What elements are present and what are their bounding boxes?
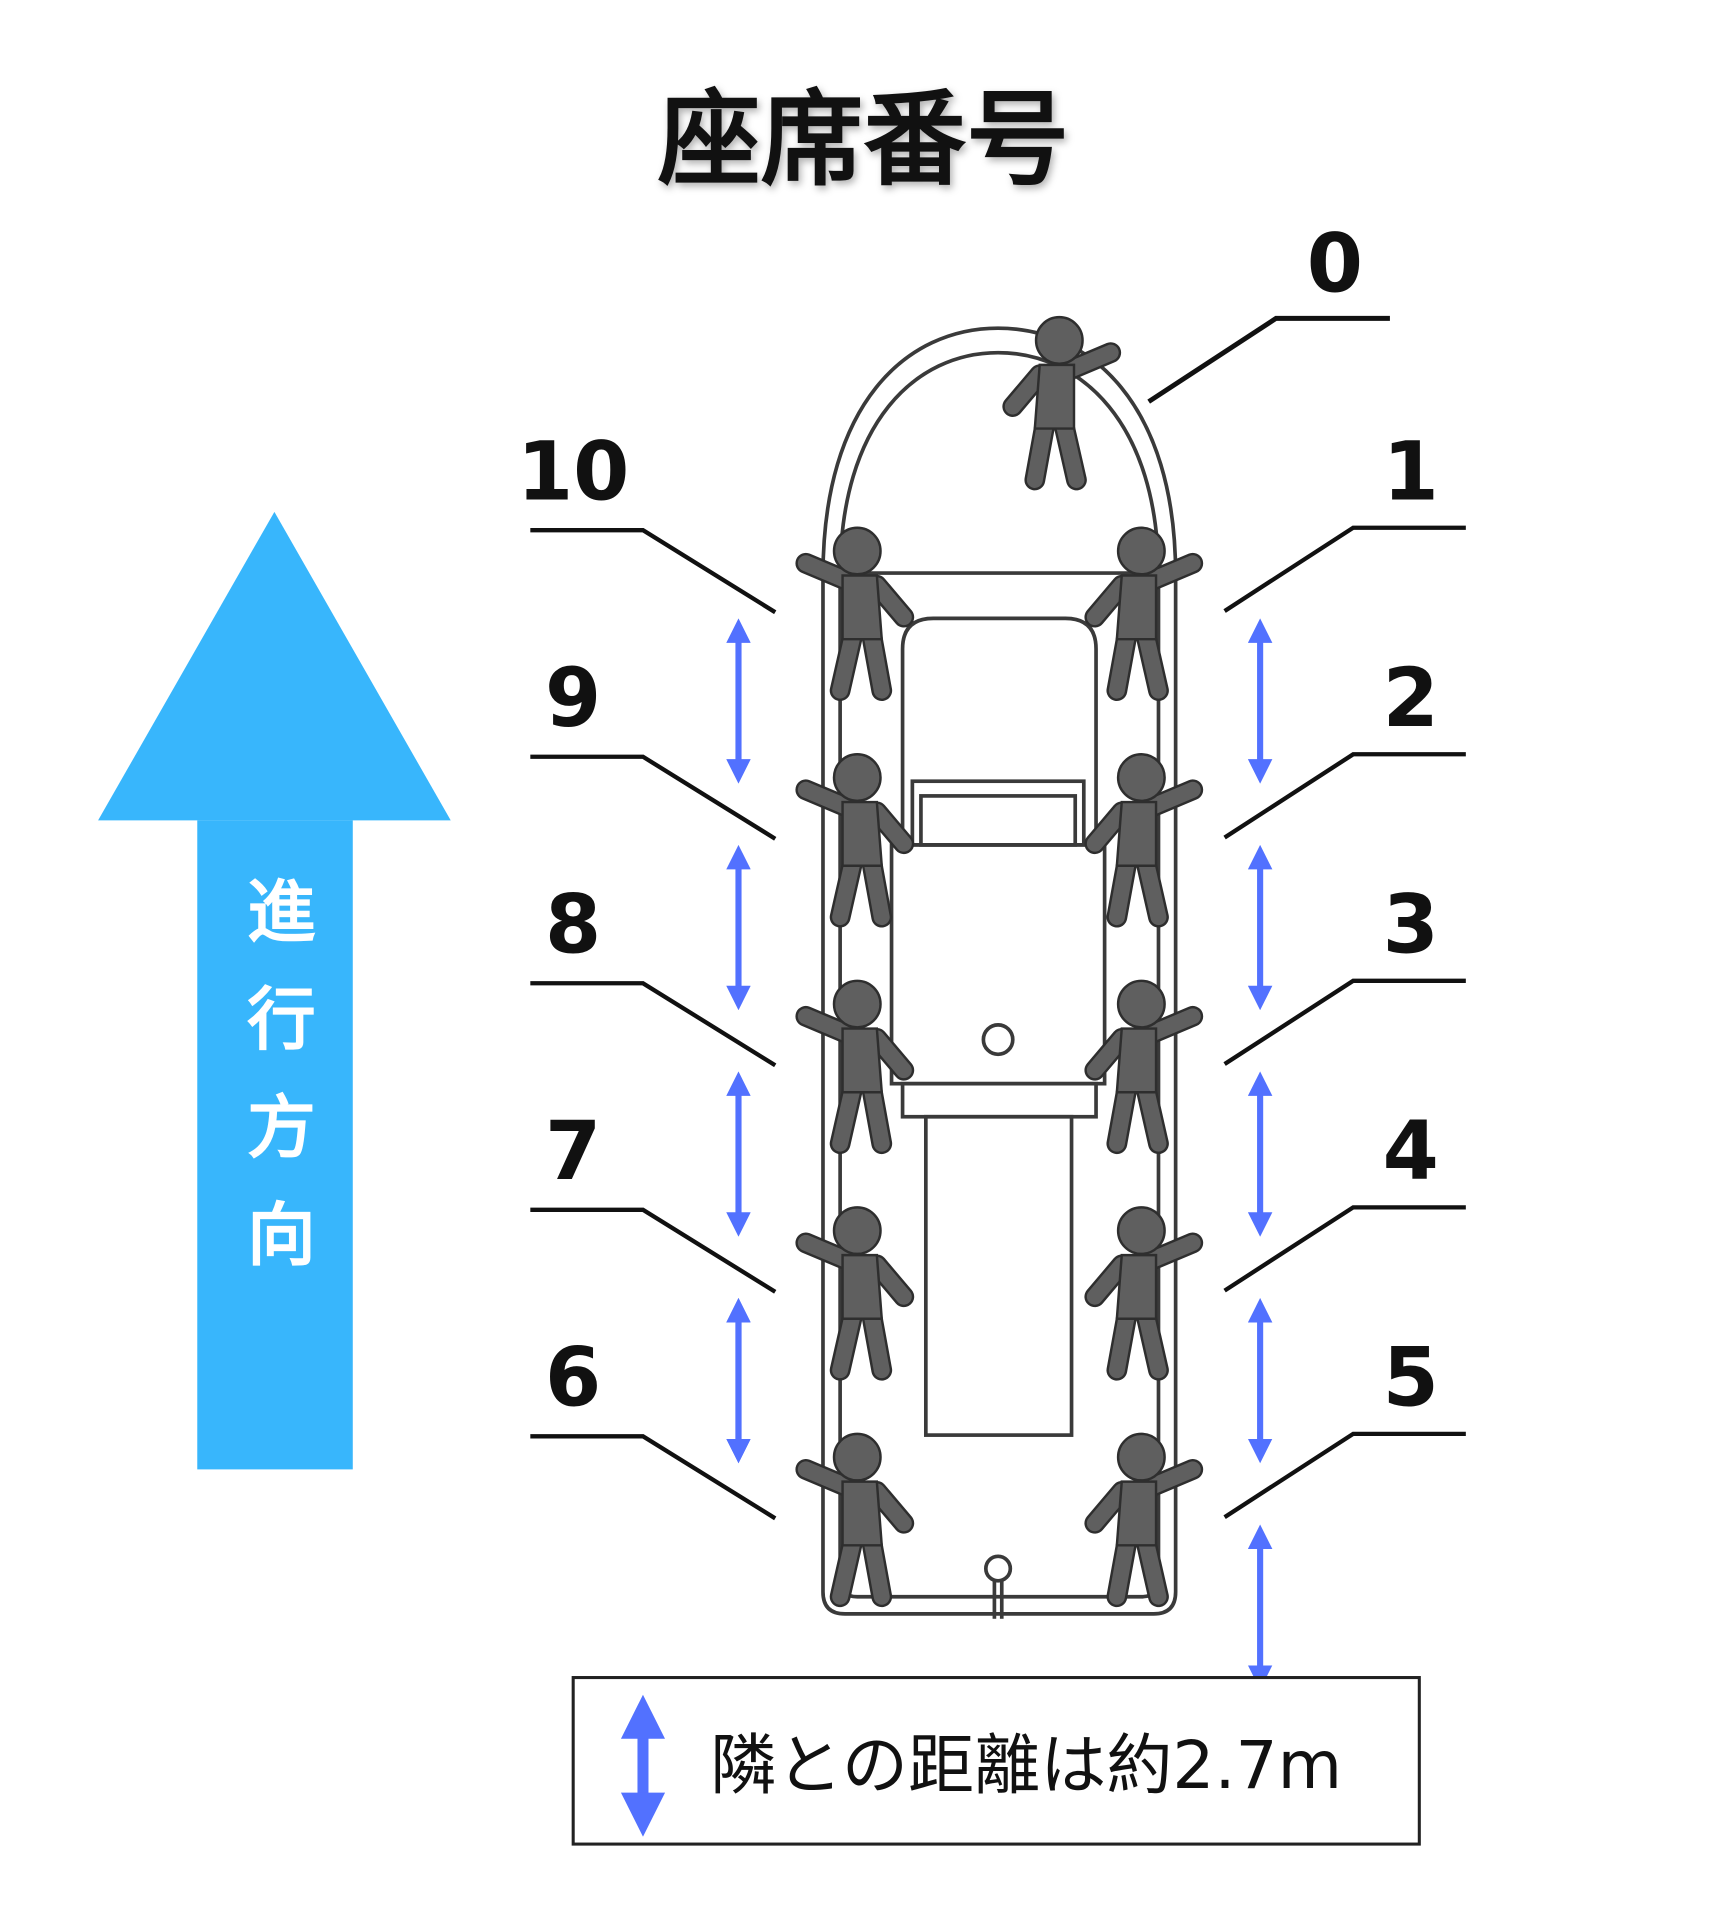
- seat-number: 0: [1307, 217, 1363, 311]
- seat-right: 5: [1095, 1332, 1466, 1597]
- person-icon: [1095, 528, 1193, 691]
- seat-right: 2: [1095, 652, 1466, 917]
- boat-fitting: [981, 1023, 1015, 1057]
- person-icon: [806, 1207, 904, 1370]
- direction-arrow: 進行方向: [98, 511, 451, 1470]
- seat-number: 8: [545, 879, 601, 973]
- seat-right: 1: [1095, 426, 1466, 691]
- seat-number: 9: [545, 652, 601, 746]
- boat: [821, 326, 1178, 1619]
- person-icon: [1013, 317, 1111, 480]
- direction-arrow-head: [98, 511, 451, 821]
- person-icon: [1095, 981, 1193, 1144]
- seat-number: 1: [1383, 426, 1439, 520]
- seat-number: 10: [517, 426, 629, 520]
- seat-number: 7: [545, 1105, 601, 1199]
- seat-left: 7: [530, 1105, 903, 1370]
- leader-line: [530, 1434, 777, 1521]
- seat-left: 6: [530, 1332, 903, 1597]
- person-icon: [806, 754, 904, 917]
- seat-left: 9: [530, 652, 903, 917]
- leader-line: [1223, 1431, 1466, 1519]
- leader-line: [530, 754, 777, 841]
- seat-left: 10: [517, 426, 904, 691]
- direction-arrow-shaft: [197, 820, 353, 1470]
- seat-0: 0: [1013, 217, 1390, 480]
- leader-line: [530, 1207, 777, 1294]
- person-icon: [806, 528, 904, 691]
- seat-number: 2: [1383, 652, 1439, 746]
- seat-number: 6: [545, 1332, 601, 1426]
- seat-left: 8: [530, 879, 903, 1144]
- seat-number: 3: [1383, 879, 1439, 973]
- direction-label: 進行方向: [234, 876, 315, 1307]
- legend-box: [571, 1676, 1421, 1846]
- leader-line: [530, 528, 777, 615]
- person-icon: [1095, 1434, 1193, 1597]
- seat-right: 4: [1095, 1105, 1466, 1370]
- leader-line: [1223, 525, 1466, 613]
- legend-text: 隣との距離は約2.7m: [710, 1727, 1342, 1804]
- legend: 隣との距離は約2.7m: [571, 1676, 1421, 1846]
- person-icon: [1095, 754, 1193, 917]
- seat-number: 5: [1383, 1332, 1439, 1426]
- seat-number: 4: [1383, 1105, 1439, 1199]
- leader-line: [530, 981, 777, 1068]
- person-icon: [806, 981, 904, 1144]
- person-icon: [1095, 1207, 1193, 1370]
- leader-line: [1223, 1205, 1466, 1293]
- leader-line: [1147, 315, 1390, 404]
- person-icon: [806, 1434, 904, 1597]
- seat-right: 3: [1095, 879, 1466, 1144]
- leader-line: [1223, 978, 1466, 1066]
- page-title: 座席番号: [658, 81, 1069, 200]
- seats: 0 10 1 9 2 8 3 7 4 6 5: [517, 217, 1466, 1690]
- leader-line: [1223, 752, 1466, 840]
